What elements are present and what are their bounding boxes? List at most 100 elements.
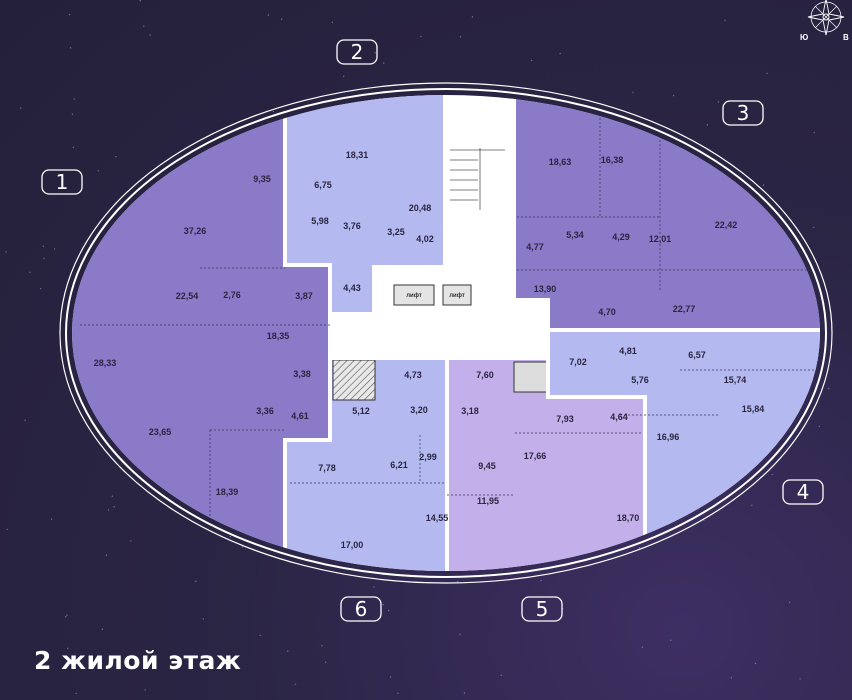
room-area-label: 5,76 (631, 375, 649, 385)
lift-1-label: лифт (406, 292, 422, 299)
apartment-6-zone[interactable] (287, 358, 445, 700)
star (5, 251, 7, 253)
room-area-label: 16,38 (601, 155, 624, 165)
star (202, 618, 205, 620)
apartment-3-zone[interactable] (514, 0, 852, 328)
room-area-label: 17,66 (524, 451, 547, 461)
star (638, 546, 641, 549)
star (39, 287, 42, 290)
star (459, 633, 461, 635)
apartment-badges: 1 2 3 4 5 6 (41, 39, 824, 622)
apartment-number: 3 (737, 101, 750, 125)
star (456, 580, 459, 583)
room-dividers (80, 110, 820, 560)
star (287, 650, 289, 652)
star (71, 113, 74, 115)
room-area-label: 18,39 (216, 487, 239, 497)
room-area-label: 3,76 (343, 221, 361, 231)
room-area-label: 15,84 (742, 404, 765, 414)
star (724, 19, 726, 21)
lift-2 (442, 284, 472, 306)
star (111, 495, 114, 497)
star (73, 98, 75, 100)
star (53, 248, 56, 250)
star (229, 535, 232, 538)
room-area-label: 18,63 (549, 157, 572, 167)
star (813, 131, 815, 134)
apartment-badge-5[interactable]: 5 (521, 596, 563, 622)
apartment-badge-2[interactable]: 2 (336, 39, 378, 65)
room-area-label: 4,81 (619, 346, 637, 356)
badge-frame (41, 169, 83, 195)
star (463, 692, 466, 694)
badge-frame (782, 479, 824, 505)
star (632, 91, 634, 93)
room-area-label: 6,75 (314, 180, 332, 190)
room-area-label: 37,26 (184, 226, 207, 236)
star (389, 676, 392, 678)
apartment-badge-6[interactable]: 6 (340, 596, 382, 622)
star (771, 473, 773, 476)
star (530, 59, 533, 62)
room-area-label: 6,21 (390, 460, 408, 470)
star (107, 509, 110, 511)
room-area-label: 15,74 (724, 375, 747, 385)
star (788, 601, 791, 603)
star (20, 107, 22, 109)
star (397, 692, 399, 695)
star (280, 18, 283, 20)
room-area-label: 2,76 (223, 290, 241, 300)
badge-frame (336, 39, 378, 65)
compass-rose-icon (807, 0, 845, 36)
room-area-label: 12,01 (649, 234, 672, 244)
star (813, 226, 815, 229)
apartment-badge-3[interactable]: 3 (722, 100, 764, 126)
outer-ring (59, 82, 833, 584)
star (325, 661, 327, 663)
star (799, 678, 801, 680)
walls (283, 95, 820, 571)
star (130, 540, 132, 542)
balcony-ring (65, 88, 827, 578)
apartment-badge-4[interactable]: 4 (782, 479, 824, 505)
staircase (450, 148, 505, 210)
star (818, 425, 821, 428)
apartment-badge-1[interactable]: 1 (41, 169, 83, 195)
room-area-label: 16,96 (657, 432, 680, 442)
apartment-number: 1 (56, 170, 69, 194)
star (226, 668, 228, 671)
star (149, 34, 151, 36)
apartment-1-zone[interactable] (0, 0, 330, 700)
lift-2-label: лифт (449, 292, 465, 299)
room-area-label: 17,00 (341, 540, 364, 550)
star (42, 245, 45, 247)
room-area-label: 18,70 (617, 513, 640, 523)
room-area-label: 18,35 (267, 331, 290, 341)
room-area-label: 5,12 (352, 406, 370, 416)
star (72, 146, 75, 149)
star (259, 634, 261, 637)
room-area-label: 4,61 (291, 411, 309, 421)
star (382, 604, 385, 606)
star (459, 36, 462, 38)
apartment-number: 5 (536, 597, 549, 621)
star (68, 14, 71, 16)
star (383, 62, 385, 64)
room-area-label: 22,77 (673, 304, 696, 314)
room-area-label: 23,65 (149, 427, 172, 437)
star (331, 21, 334, 24)
star (559, 52, 561, 55)
star (101, 628, 104, 630)
room-area-label: 4,02 (416, 234, 434, 244)
room-area-label: 14,55 (426, 513, 449, 523)
star (388, 609, 390, 612)
star (69, 47, 72, 49)
star (670, 639, 672, 642)
apartment-2-zone[interactable] (287, 0, 445, 312)
room-area-label: 3,25 (387, 227, 405, 237)
star (828, 387, 830, 390)
room-area-label: 3,18 (461, 406, 479, 416)
apartment-5-zone[interactable] (447, 358, 643, 700)
